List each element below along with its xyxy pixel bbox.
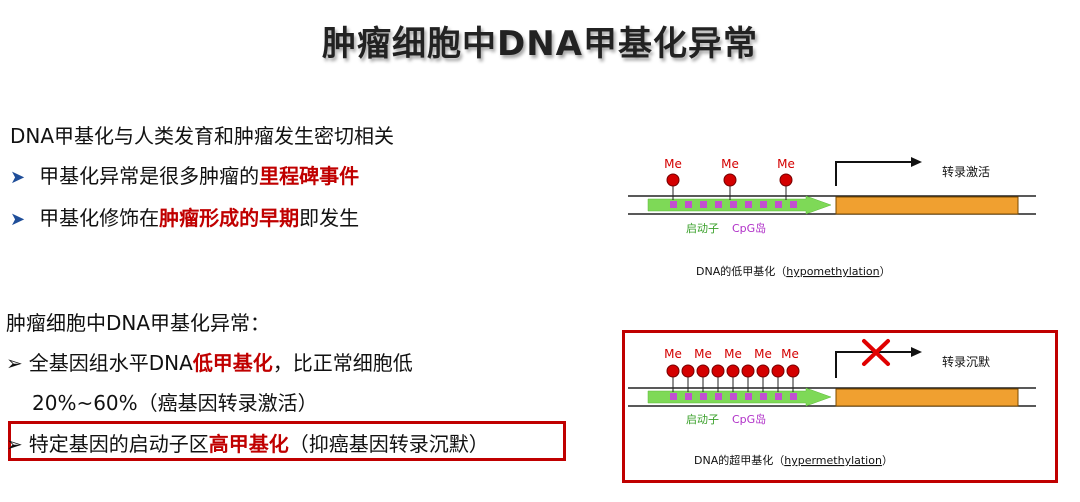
cpg-label: CpG岛 — [732, 412, 766, 426]
arrow-bullet-icon: ➤ — [10, 167, 26, 188]
gt-bullet-icon: ➢ — [6, 351, 23, 375]
section2-bullet1: ➢全基因组水平DNA低甲基化，比正常细胞低 — [6, 351, 413, 375]
gene-body — [835, 196, 1019, 215]
section2-heading: 肿瘤细胞中DNA甲基化异常： — [6, 311, 271, 335]
cpg-site — [745, 201, 752, 208]
cpg-site — [715, 393, 722, 400]
promoter-label: 启动子 — [686, 222, 719, 235]
section2-bullet1-cont: 20%~60%（癌基因转录激活） — [32, 391, 318, 415]
me-label: Me — [664, 347, 682, 361]
cpg-site — [685, 201, 692, 208]
arrowhead-icon — [911, 347, 922, 357]
cpg-site — [700, 201, 707, 208]
section1-bullet2: ➤甲基化修饰在肿瘤形成的早期即发生 — [10, 206, 360, 230]
arrowhead-icon — [911, 157, 922, 167]
state-label: 转录激活 — [942, 164, 990, 179]
cpg-site — [760, 201, 767, 208]
methyl-ball — [779, 173, 793, 187]
promoter-arrow — [647, 387, 832, 407]
cpg-island — [670, 393, 797, 400]
diagram-hypomethylation: Me Me Me 转录激活 启动子 CpG岛 DNA的低甲基化（hypometh… — [628, 157, 1036, 278]
methyl-ball — [696, 364, 710, 378]
arrow-bullet-icon: ➤ — [10, 209, 26, 230]
methyl-ball — [711, 364, 725, 378]
diagram-hypermethylation: Me Me Me Me Me 转录沉默 启动子 CpG岛 DNA的超甲基化（hy… — [628, 339, 1036, 467]
methyl-ball — [771, 364, 785, 378]
methyl-ball — [723, 173, 737, 187]
transcription-start-arrow — [835, 351, 911, 378]
me-label: Me — [724, 347, 742, 361]
cpg-site — [745, 393, 752, 400]
cpg-site — [775, 201, 782, 208]
promoter-arrow — [647, 195, 832, 215]
highlight-box-right — [622, 330, 1058, 483]
methyl-ball — [681, 364, 695, 378]
me-label: Me — [777, 157, 795, 171]
methyl-ball — [741, 364, 755, 378]
highlight-box-left — [8, 421, 566, 461]
methyl-ball — [756, 364, 770, 378]
methyl-groups: Me Me Me — [664, 157, 795, 200]
cpg-site — [730, 393, 737, 400]
methyl-ball — [666, 364, 680, 378]
methyl-ball — [666, 173, 680, 187]
promoter-label: 启动子 — [686, 413, 719, 426]
me-label: Me — [721, 157, 739, 171]
methyl-ball — [786, 364, 800, 378]
cpg-site — [730, 201, 737, 208]
methyl-ball — [726, 364, 740, 378]
cpg-site — [670, 393, 677, 400]
cpg-site — [670, 201, 677, 208]
state-label: 转录沉默 — [942, 354, 990, 369]
cpg-label: CpG岛 — [732, 221, 766, 235]
gene-body — [835, 388, 1019, 407]
cpg-site — [685, 393, 692, 400]
me-label: Me — [754, 347, 772, 361]
page-title: 肿瘤细胞中DNA甲基化异常 — [322, 24, 758, 64]
blocked-x-icon — [862, 339, 890, 366]
cpg-site — [790, 393, 797, 400]
cpg-site — [790, 201, 797, 208]
methyl-groups: Me Me Me Me Me — [664, 347, 800, 392]
cpg-site — [760, 393, 767, 400]
me-label: Me — [694, 347, 712, 361]
caption: DNA的超甲基化（hypermethylation） — [694, 453, 893, 467]
caption: DNA的低甲基化（hypomethylation） — [696, 264, 891, 278]
cpg-site — [775, 393, 782, 400]
transcription-start-arrow — [835, 161, 911, 186]
section2-bullet2: ➢特定基因的启动子区高甲基化（抑癌基因转录沉默） — [6, 432, 489, 456]
me-label: Me — [781, 347, 799, 361]
cpg-site — [700, 393, 707, 400]
cpg-island — [670, 201, 797, 208]
gt-bullet-icon: ➢ — [6, 432, 23, 456]
cpg-site — [715, 201, 722, 208]
me-label: Me — [664, 157, 682, 171]
section1-heading: DNA甲基化与人类发育和肿瘤发生密切相关 — [10, 124, 395, 148]
section1-bullet1: ➤甲基化异常是很多肿瘤的里程碑事件 — [10, 164, 360, 188]
